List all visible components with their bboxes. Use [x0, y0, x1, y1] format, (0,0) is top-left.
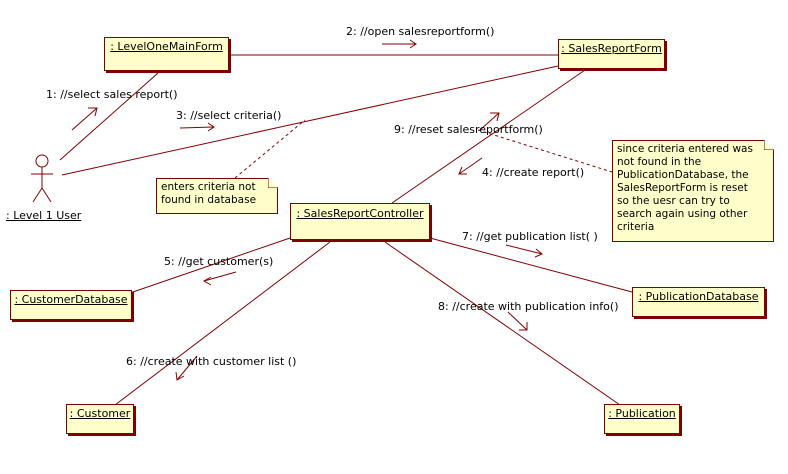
arrow-m4: [458, 157, 483, 175]
arrow-m9: [479, 112, 500, 131]
note-line: enters criteria not: [161, 181, 256, 193]
message-5-label: 5: //get customer(s): [164, 255, 274, 268]
note-line: since criteria entered was: [617, 143, 753, 155]
message-3-label: 3: //select criteria(): [176, 109, 282, 122]
message-6-label: 6: //create with customer list (): [126, 355, 297, 368]
message-7-label: 7: //get publication list( ): [462, 230, 598, 243]
message-1-label: 1: //select sales report(): [46, 88, 178, 101]
note-line: not found in the: [617, 156, 702, 168]
arrow-m2: [382, 39, 417, 49]
actor-label: : Level 1 User: [6, 209, 82, 222]
object-customer-database[interactable]: : CustomerDatabase: [10, 290, 132, 320]
note-connector-criteria: [234, 119, 306, 179]
object-publication[interactable]: : Publication: [604, 404, 680, 434]
note-line: found in database: [161, 194, 257, 206]
link-controller-customerdatabase: [129, 237, 291, 294]
arrow-m6: [175, 355, 198, 381]
note-line: criteria: [617, 221, 655, 233]
arrow-m1: [71, 107, 98, 131]
link-controller-publication: [384, 241, 621, 406]
arrow-m3: [179, 122, 215, 132]
message-8-label: 8: //create with publication info(): [438, 300, 619, 313]
arrow-m5: [202, 271, 237, 286]
note-fold-icon: [268, 178, 278, 188]
actor-stick-figure-icon: [31, 154, 53, 203]
object-customer[interactable]: : Customer: [66, 404, 134, 434]
arrow-m8: [507, 311, 528, 331]
object-level-one-main-form[interactable]: : LevelOneMainForm: [104, 37, 229, 71]
link-user-mainform: [59, 72, 159, 161]
note-criteria-not-found: enters criteria not found in database: [156, 178, 278, 214]
link-controller-customer: [114, 241, 331, 406]
message-4-label: 4: //create report(): [482, 166, 585, 179]
link-user-salesreportform: [61, 65, 559, 176]
object-publication-database[interactable]: : PublicationDatabase: [632, 287, 765, 317]
message-2-label: 2: //open salesreportform(): [346, 25, 495, 38]
note-line: search again using other: [617, 208, 748, 220]
note-line: so the uesr can try to: [617, 195, 730, 207]
link-controller-publicationdatabase: [429, 237, 633, 293]
note-reset-explanation: since criteria entered was not found in …: [612, 140, 774, 242]
note-line: SalesReportForm is reset: [617, 182, 748, 194]
arrow-m7: [505, 244, 543, 258]
note-fold-icon: [764, 140, 774, 150]
object-sales-report-form[interactable]: : SalesReportForm: [558, 39, 665, 69]
note-line: PublicationDatabase, the: [617, 169, 749, 181]
link-salesreportform-controller: [391, 69, 586, 204]
object-sales-report-controller[interactable]: : SalesReportController: [290, 203, 430, 240]
message-9-label: 9: //reset salesreportform(): [394, 123, 543, 136]
